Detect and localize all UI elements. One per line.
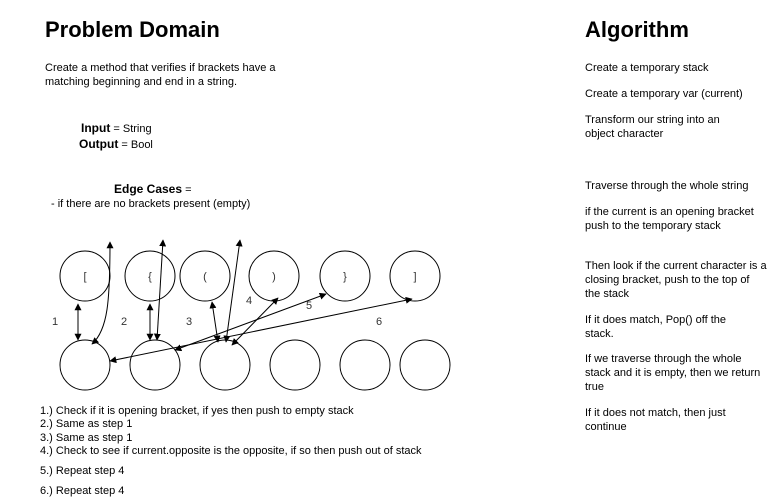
arrow-step-6	[109, 296, 413, 364]
top-circle-2-label: {	[148, 271, 152, 283]
stack-slot-4	[269, 339, 321, 391]
problem-domain-title: Problem Domain	[45, 17, 220, 42]
step-item-1: 1.) Check if it is opening bracket, if y…	[40, 405, 354, 417]
arrow-step-4	[231, 297, 279, 346]
output-spec: Output = Bool	[79, 137, 153, 151]
algorithm-item-4: Traverse through the whole string	[585, 180, 749, 192]
top-circle-1: [	[59, 250, 111, 302]
edge-cases-label: Edge Cases	[114, 182, 183, 196]
output-type: = Bool	[118, 139, 153, 151]
algorithm-item-9: If it does not match, then just continue	[585, 407, 726, 433]
step-number-3: 3	[186, 316, 192, 328]
algorithm-title: Algorithm	[585, 17, 689, 42]
step-number-4: 4	[246, 295, 252, 307]
step-item-5: 5.) Repeat step 4	[40, 465, 125, 477]
output-label: Output	[79, 137, 119, 151]
step-item-6: 6.) Repeat step 4	[40, 485, 125, 497]
step-number-1: 1	[52, 316, 58, 328]
input-type: = String	[110, 123, 152, 135]
algorithm-item-7: If it does match, Pop() off the stack.	[585, 314, 727, 340]
top-circle-3-label: (	[203, 271, 207, 283]
step-item-3: 3.) Same as step 1	[40, 432, 133, 444]
stack-slot-5	[339, 339, 391, 391]
step-number-5: 5	[306, 300, 312, 312]
edge-cases-suffix: =	[182, 184, 192, 196]
top-circle-1-label: [	[83, 271, 86, 283]
algorithm-item-1: Create a temporary stack	[585, 62, 709, 74]
step-item-2: 2.) Same as step 1	[40, 418, 133, 430]
algorithm-item-5: if the current is an opening bracket pus…	[585, 206, 754, 232]
edge-cases-heading: Edge Cases =	[114, 182, 192, 196]
top-circle-5-label: }	[343, 271, 347, 283]
top-circle-5: }	[319, 250, 371, 302]
algorithm-item-3: Transform our string into an object char…	[585, 114, 720, 140]
problem-description-line-2: matching beginning and end in a string.	[45, 76, 238, 88]
algorithm-item-2: Create a temporary var (current)	[585, 88, 743, 100]
input-spec: Input = String	[81, 121, 152, 135]
stack-slot-1	[59, 339, 111, 391]
problem-description-line-1: Create a method that verifies if bracket…	[45, 62, 276, 74]
step-item-4: 4.) Check to see if current.opposite is …	[40, 445, 422, 457]
top-circle-2: {	[124, 250, 176, 302]
step-number-6: 6	[376, 316, 382, 328]
top-circle-6-label: ]	[413, 271, 416, 283]
top-circle-6: ]	[389, 250, 441, 302]
arrow-step-1-curve	[91, 241, 114, 345]
stack-slot-2	[129, 339, 181, 391]
step-number-2: 2	[121, 316, 127, 328]
edge-case-item: - if there are no brackets present (empt…	[51, 198, 251, 210]
input-label: Input	[81, 121, 111, 135]
stack-slot-6	[399, 339, 451, 391]
stack-slot-3	[199, 339, 251, 391]
algorithm-item-8: If we traverse through the whole stack a…	[585, 353, 761, 393]
top-circle-4: )	[248, 250, 300, 302]
algorithm-item-6: Then look if the current character is a …	[585, 260, 767, 300]
top-circle-3: (	[179, 250, 231, 302]
top-circle-4-label: )	[272, 271, 276, 283]
